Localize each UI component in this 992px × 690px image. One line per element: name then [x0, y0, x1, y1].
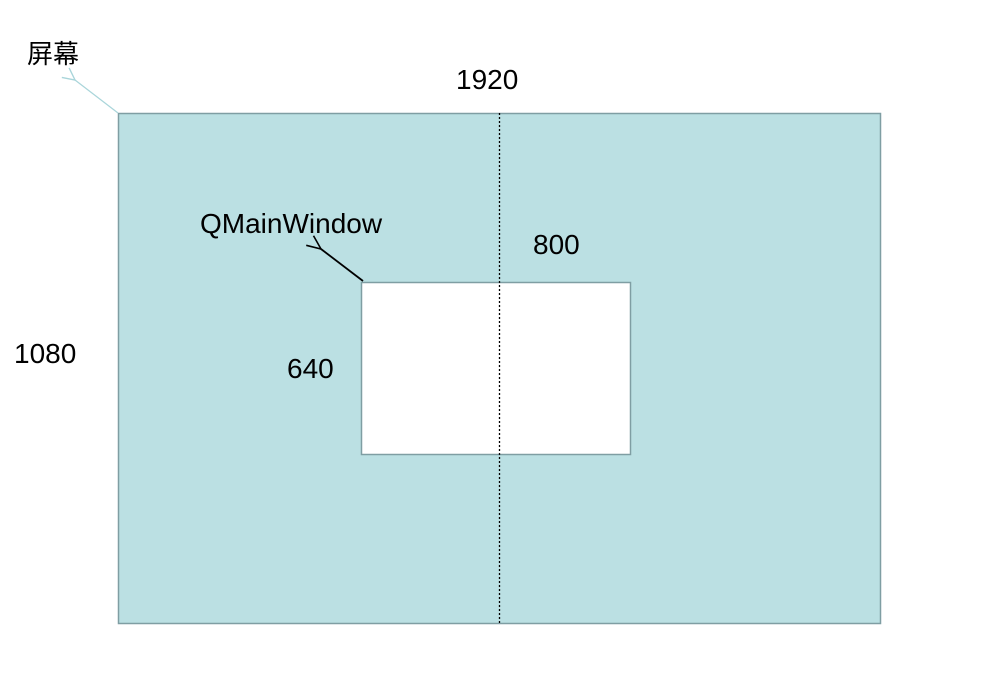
screen-height-label: 1080 — [14, 338, 77, 369]
screen-pointer-arrow — [75, 80, 119, 114]
window-pointer-arrow — [321, 249, 364, 282]
main-window-rect — [360, 281, 632, 456]
window-width-label: 800 — [533, 229, 580, 260]
main-window-label: QMainWindow — [200, 208, 383, 239]
window-height-label: 640 — [287, 353, 334, 384]
screen-width-label: 1920 — [456, 64, 519, 95]
screen-label: 屏幕 — [27, 40, 80, 70]
